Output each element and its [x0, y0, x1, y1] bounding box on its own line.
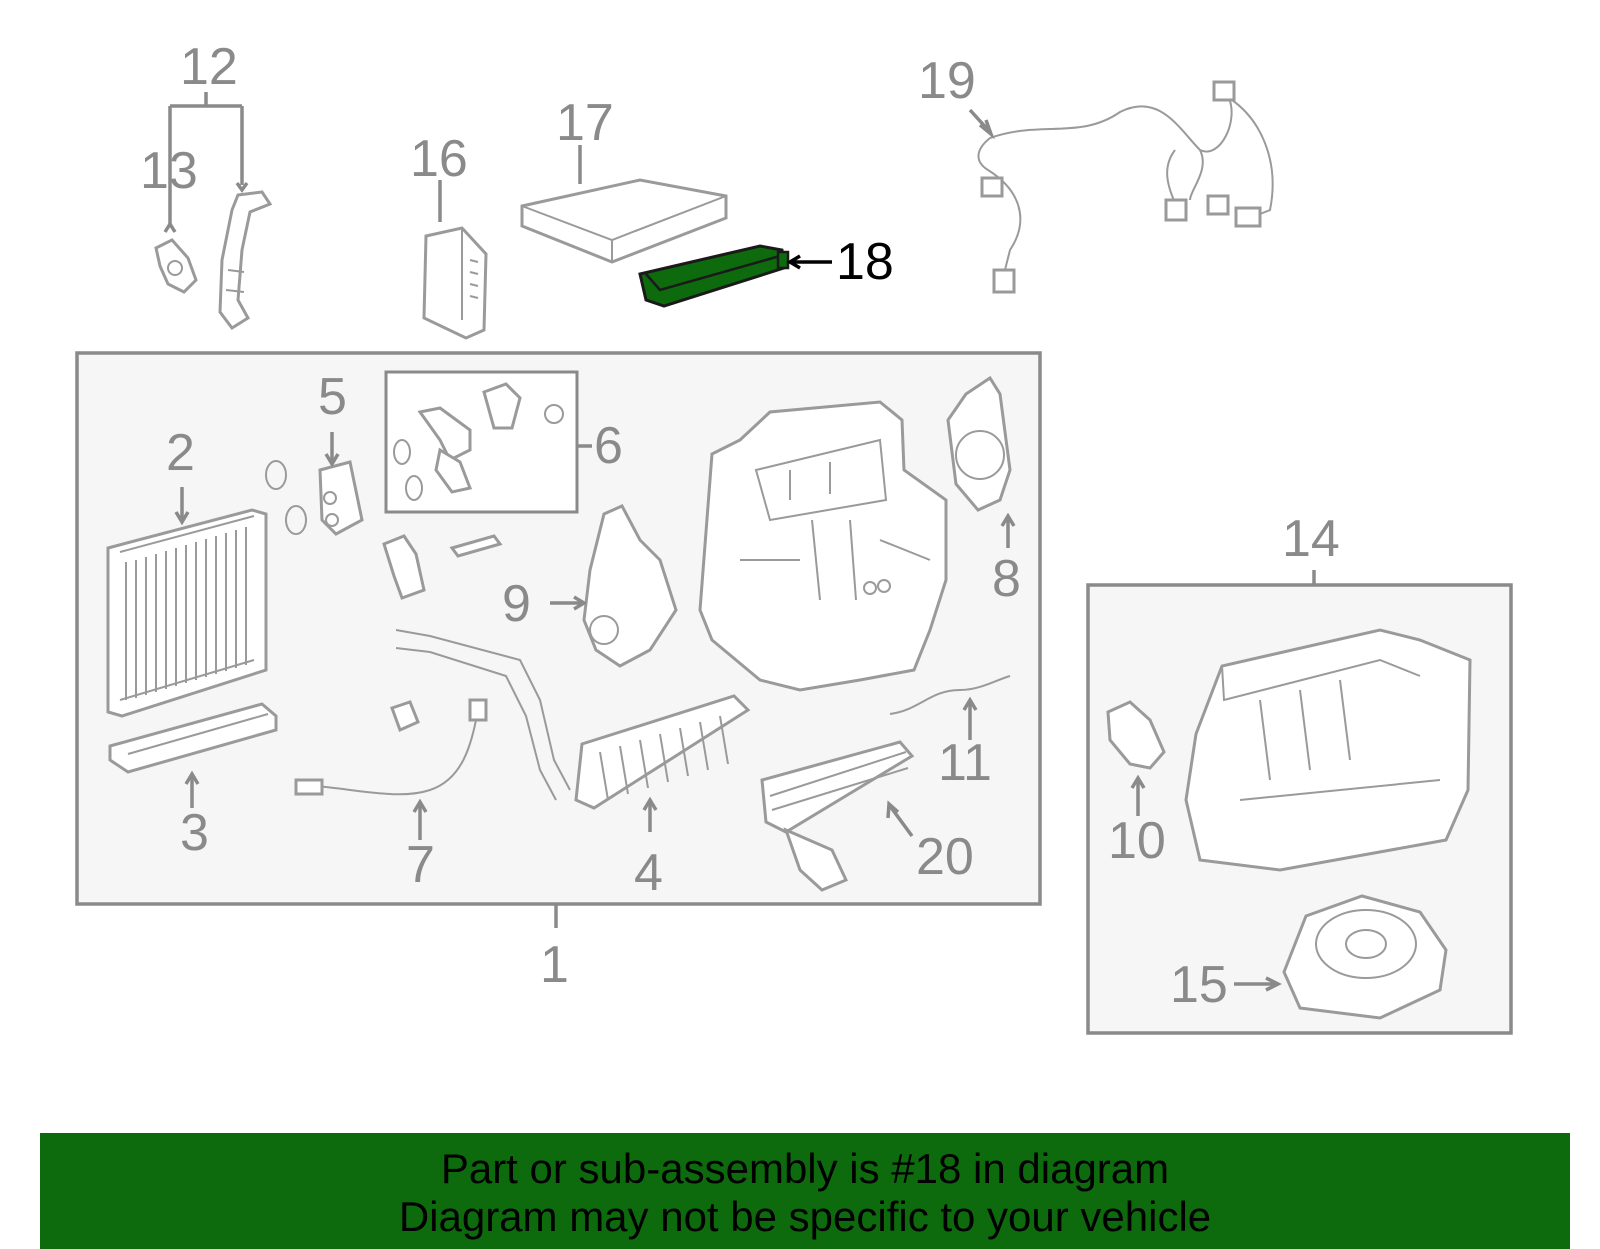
part-7-sensor-wire: [294, 698, 488, 796]
callout-10: 10: [1108, 812, 1166, 870]
callout-8: 8: [992, 550, 1021, 608]
part-6-kit: [393, 382, 564, 501]
callout-12: 12: [180, 38, 238, 96]
part-3-bracket: [108, 702, 278, 774]
part-5-expansion-valve: [265, 460, 364, 536]
callout-7: 7: [406, 836, 435, 894]
kit-6-box: [384, 370, 579, 514]
callout-4: 4: [634, 844, 663, 902]
callout-18: 18: [836, 233, 894, 291]
part-8-housing: [946, 375, 1012, 512]
hvac-case: [698, 400, 948, 692]
part-13-fitting: [154, 238, 198, 294]
part-2-evaporator: [106, 508, 268, 718]
part-4-heater-core: [395, 629, 751, 810]
callout-2: 2: [166, 424, 195, 482]
callout-19: 19: [918, 52, 976, 110]
part-14-blower-assembly: [1184, 628, 1472, 872]
part-20-heater: [760, 740, 915, 892]
part-19-harness: [977, 80, 1274, 294]
part-15-blower-motor: [1282, 894, 1448, 1020]
callout-15: 15: [1170, 956, 1228, 1014]
callout-11: 11: [938, 734, 992, 792]
callout-1: 1: [540, 936, 569, 994]
callout-9: 9: [502, 575, 531, 633]
part-17-filter: [520, 178, 728, 264]
banner-line-2: Diagram may not be specific to your vehi…: [398, 1193, 1212, 1240]
part-10-actuator: [1106, 700, 1166, 770]
part-1-small-items: [382, 534, 503, 733]
callout-20: 20: [916, 828, 974, 886]
callout-6: 6: [594, 417, 623, 475]
part-11-pipe: [889, 675, 1011, 715]
part-18-highlighted: [638, 244, 790, 308]
callout-13: 13: [140, 142, 198, 200]
callout-16: 16: [410, 130, 468, 188]
banner-line-1: Part or sub-assembly is #18 in diagram: [440, 1145, 1170, 1192]
part-12-hose: [218, 190, 273, 331]
callout-17: 17: [556, 94, 614, 152]
part-16-module: [422, 226, 488, 340]
callout-14: 14: [1282, 510, 1340, 568]
callout-3: 3: [180, 804, 209, 862]
info-banner: Part or sub-assembly is #18 in diagram D…: [40, 1133, 1570, 1249]
callout-5: 5: [318, 368, 347, 426]
